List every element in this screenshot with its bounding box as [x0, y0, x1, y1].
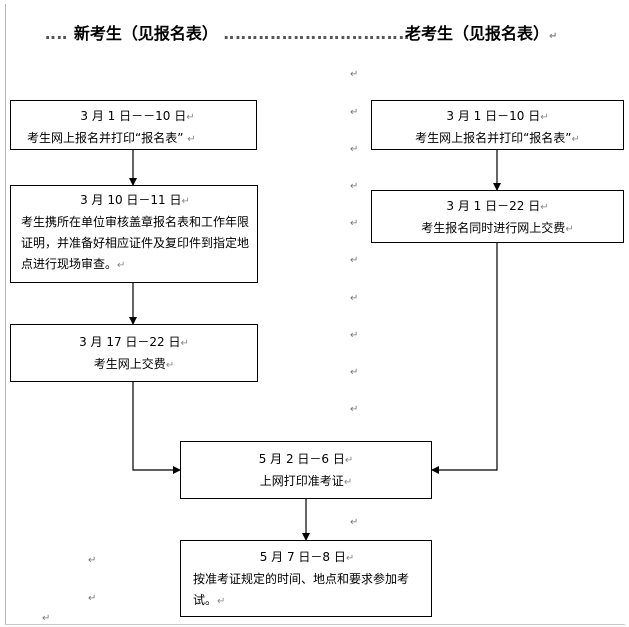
- heading-leader-dots: ‥‥: [45, 24, 69, 43]
- paragraph-mark-icon: ↵: [350, 218, 359, 229]
- paragraph-mark-icon: ↵: [350, 367, 359, 378]
- step-new-online-payment: 3 月 17 日－22 日↵ 考生网上交费↵: [10, 324, 258, 382]
- paragraph-mark-icon: ↵: [350, 107, 359, 118]
- paragraph-mark-icon: ↵: [345, 553, 355, 564]
- step-new-onsite-review: 3 月 10 日－11 日↵ 考生携所在单位审核盖章报名表和工作年限证明，并准备…: [10, 185, 258, 283]
- paragraph-mark-icon: ↵: [350, 144, 359, 155]
- heading-old-text: 老考生（见报名表）: [405, 24, 550, 43]
- step-date: 3 月 10 日－11 日: [80, 193, 182, 207]
- paragraph-mark-icon: ↵: [181, 196, 190, 207]
- paragraph-mark-icon: ↵: [350, 404, 359, 415]
- step-text: 考生报名同时进行网上交费: [421, 221, 566, 235]
- step-text: 按准考证规定的时间、地点和要求参加考试。: [193, 572, 410, 607]
- step-date: 3 月 17 日－22 日: [79, 335, 181, 349]
- paragraph-mark-icon: ↵: [350, 517, 359, 528]
- step-date: 3 月 1 日－10 日: [446, 109, 541, 123]
- step-date: 3 月 1 日－22 日: [446, 199, 541, 213]
- paragraph-mark-icon: ↵: [350, 181, 359, 192]
- step-old-online-register: 3 月 1 日－10 日↵ 考生网上报名并打印“报名表”↵: [371, 100, 624, 150]
- paragraph-mark-icon: ↵: [186, 112, 195, 123]
- paragraph-mark-icon: ↵: [42, 613, 51, 624]
- heading-new-candidates: ‥‥ 新考生（见报名表） ‥‥‥‥‥‥‥‥‥‥‥‥‥‥‥‥: [45, 24, 410, 44]
- paragraph-mark-icon: ↵: [187, 134, 196, 145]
- page-margin-rule: [5, 4, 6, 624]
- paragraph-mark-icon: ↵: [540, 202, 549, 213]
- paragraph-mark-icon: ↵: [350, 69, 359, 80]
- step-text: 考生网上报名并打印“报名表”: [27, 131, 184, 145]
- paragraph-mark-icon: ↵: [88, 555, 97, 566]
- paragraph-mark-icon: ↵: [350, 255, 359, 266]
- step-text: 考生携所在单位审核盖章报名表和工作年限证明，并准备好相应证件及复印件到指定地点进…: [21, 215, 250, 271]
- step-take-exam: 5 月 7 日－8 日↵ 按准考证规定的时间、地点和要求参加考试。↵: [180, 540, 432, 617]
- paragraph-mark-icon: ↵: [565, 224, 574, 235]
- heading-old-candidates: 老考生（见报名表）↵: [405, 24, 557, 47]
- step-date: 3 月 1 日－－10 日: [80, 109, 187, 123]
- step-text: 上网打印准考证: [259, 474, 344, 488]
- step-print-admission-ticket: 5 月 2 日－6 日↵ 上网打印准考证↵: [180, 441, 432, 499]
- paragraph-mark-icon: ↵: [350, 330, 359, 341]
- paragraph-mark-icon: ↵: [540, 112, 549, 123]
- step-old-register-and-pay: 3 月 1 日－22 日↵ 考生报名同时进行网上交费↵: [371, 190, 624, 243]
- page-bottom-rule: [5, 624, 625, 625]
- arrow-new3-to-common1: [132, 382, 181, 474]
- paragraph-mark-icon: ↵: [350, 293, 359, 304]
- paragraph-mark-icon: ↵: [343, 477, 353, 488]
- paragraph-mark-icon: ↵: [217, 596, 226, 607]
- heading-new-text: 新考生（见报名表）: [73, 24, 218, 43]
- paragraph-mark-icon: ↵: [571, 134, 580, 145]
- paragraph-mark-icon: ↵: [549, 31, 558, 42]
- paragraph-mark-icon: ↵: [180, 338, 189, 349]
- step-text: 考生网上报名并打印“报名表”: [415, 131, 572, 145]
- heading-middle-dots: ‥‥‥‥‥‥‥‥‥‥‥‥‥‥‥‥: [223, 24, 411, 43]
- step-new-online-register: 3 月 1 日－－10 日↵ 考生网上报名并打印“报名表” ↵: [10, 100, 257, 150]
- paragraph-mark-icon: ↵: [117, 260, 126, 271]
- arrow-old2-to-common1: [431, 243, 498, 474]
- paragraph-mark-icon: ↵: [88, 593, 97, 604]
- paragraph-mark-icon: ↵: [344, 455, 354, 466]
- step-date: 5 月 7 日－8 日: [259, 550, 346, 564]
- paragraph-mark-icon: ↵: [165, 360, 175, 371]
- step-date: 5 月 2 日－6 日: [258, 452, 345, 466]
- step-text: 考生网上交费: [93, 357, 166, 371]
